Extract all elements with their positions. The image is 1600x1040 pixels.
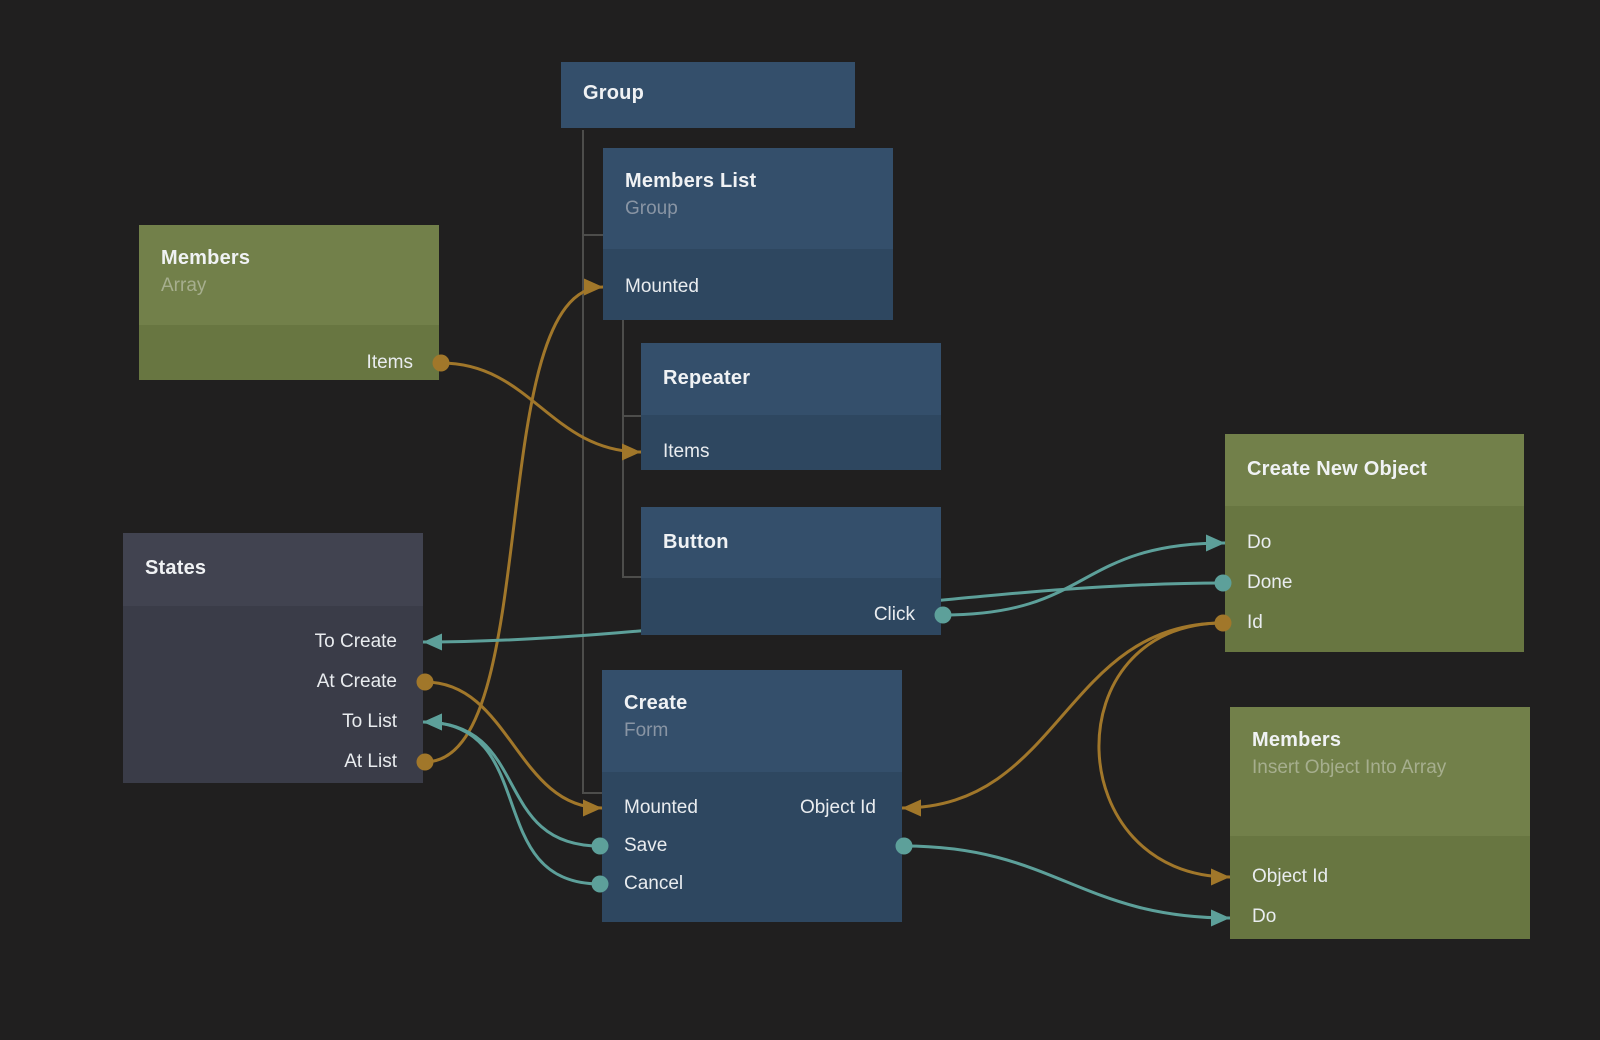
wire-states.at_list-to-members_list.mounted[interactable] (424, 285, 604, 764)
port-cancel[interactable]: Cancel (624, 873, 684, 894)
port-arrow-repeater.items[interactable] (622, 443, 641, 461)
port-dot-create.save[interactable] (895, 837, 913, 855)
node-members-array[interactable]: Members Array Items (139, 225, 439, 398)
node-create-new-object[interactable]: Create New Object Do Done Id (1225, 434, 1524, 652)
node-title: Group (583, 82, 644, 104)
port-items[interactable]: Items (663, 441, 710, 462)
port-row-mounted-objectid: Mounted Object Id (602, 789, 902, 827)
node-title: Members (1252, 729, 1342, 751)
port-do[interactable]: Do (1247, 532, 1272, 553)
node-title: Repeater (663, 367, 751, 389)
port-save[interactable]: Save (624, 835, 668, 856)
node-subtitle: Form (624, 720, 669, 741)
node-create-form[interactable]: Create Form Mounted Object Id Save Cance… (602, 670, 902, 922)
node-members-list[interactable]: Members List Group Mounted (603, 148, 893, 320)
wire-create_new_object.id-to-create.object_id[interactable] (901, 621, 1224, 810)
port-at-create[interactable]: At Create (316, 671, 397, 692)
port-arrow-states.to_create[interactable] (423, 633, 442, 651)
port-dot-create.cancel[interactable] (591, 875, 609, 893)
hierarchy-line-members-list-button (622, 320, 641, 578)
port-arrow-members_insert.do[interactable] (1211, 909, 1230, 927)
wire-states.at_create-to-create.mounted[interactable] (424, 680, 603, 810)
node-title: Members (161, 247, 251, 269)
port-to-create[interactable]: To Create (314, 631, 397, 652)
port-dot-create.save[interactable] (591, 837, 609, 855)
port-done[interactable]: Done (1247, 572, 1293, 593)
port-id[interactable]: Id (1247, 612, 1263, 633)
port-mounted[interactable]: Mounted (624, 797, 698, 818)
port-mounted[interactable]: Mounted (625, 276, 699, 297)
port-items[interactable]: Items (366, 352, 413, 373)
port-object-id[interactable]: Object Id (1252, 866, 1329, 887)
node-title: Members List (625, 170, 757, 192)
port-dot-button.click[interactable] (934, 606, 952, 624)
node-repeater[interactable]: Repeater Items (641, 343, 941, 487)
node-title: Create (624, 692, 688, 714)
port-dot-create_new_object.done[interactable] (1214, 574, 1232, 592)
port-arrow-members_insert.object_id[interactable] (1211, 868, 1230, 886)
node-title: Create New Object (1247, 458, 1428, 480)
wire-button.click-to-create_new_object.do[interactable] (942, 541, 1226, 617)
hierarchy-line-group-create (582, 130, 602, 794)
port-object-id[interactable]: Object Id (799, 797, 876, 818)
port-at-list[interactable]: At List (344, 751, 397, 772)
node-button[interactable]: Button Click (641, 507, 941, 652)
port-arrow-create_new_object.do[interactable] (1206, 534, 1225, 552)
port-dot-members_array.items[interactable] (432, 354, 450, 372)
port-arrow-states.to_list[interactable] (423, 713, 442, 731)
port-dot-states.at_create[interactable] (416, 673, 434, 691)
port-click[interactable]: Click (873, 604, 915, 625)
port-to-list[interactable]: To List (342, 711, 397, 732)
node-subtitle: Group (625, 198, 678, 219)
node-subtitle: Insert Object Into Array (1252, 757, 1447, 778)
node-title: States (145, 557, 207, 579)
port-arrow-create.mounted[interactable] (583, 799, 602, 817)
node-members-insert[interactable]: Members Insert Object Into Array Object … (1230, 707, 1530, 939)
port-arrow-create.object_id[interactable] (902, 799, 921, 817)
node-subtitle: Array (161, 275, 207, 296)
port-arrow-members_list.mounted[interactable] (584, 278, 603, 296)
wire-create_new_object.id-to-members_insert.object_id[interactable] (1097, 621, 1231, 879)
node-title: Button (663, 531, 729, 553)
wire-create.cancel-to-states.to_list[interactable] (422, 720, 601, 886)
port-do[interactable]: Do (1252, 906, 1277, 927)
wire-members_array.items-to-repeater.items[interactable] (440, 361, 642, 454)
node-states[interactable]: States To Create At Create To List At Li… (123, 533, 423, 799)
port-dot-create_new_object.id[interactable] (1214, 614, 1232, 632)
node-group[interactable]: Group (561, 62, 855, 128)
wire-create.save-to-members_insert.do[interactable] (903, 844, 1231, 920)
port-dot-states.at_list[interactable] (416, 753, 434, 771)
